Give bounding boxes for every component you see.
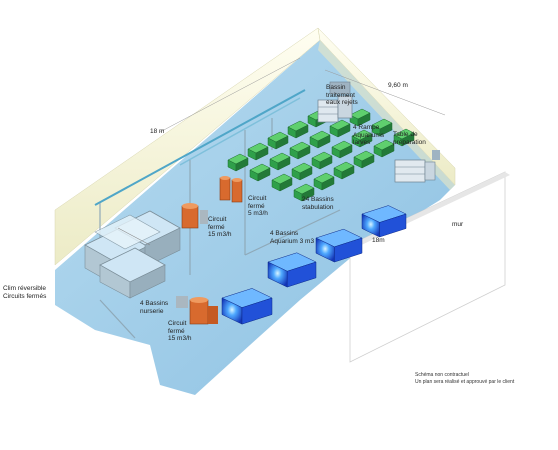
aquarium-tanks — [221, 205, 407, 325]
label-rampe: 4 Rampe Aquariums larves — [353, 124, 385, 146]
stabulation-tank — [393, 128, 415, 147]
stabulation-tank — [271, 173, 293, 192]
stabulation-tank — [353, 150, 375, 169]
stabulation-tank — [333, 161, 355, 180]
disclaimer-line-2: Un plan sera réalisé et approuvé par le … — [415, 379, 515, 385]
stabulation-tank — [227, 153, 249, 172]
pipe-floor-2 — [244, 209, 341, 256]
label-18m-b: 18m — [372, 237, 385, 244]
label-circuit-15-bottom: Circuit fermé 15 m3/h — [168, 320, 192, 342]
pipe-floor-1 — [99, 299, 136, 339]
label-table: Table de préparation — [393, 131, 426, 146]
stabulation-tank — [371, 118, 393, 137]
side-wall-strip — [318, 40, 455, 190]
label-mur: mur — [452, 221, 464, 228]
filter-units-top — [181, 176, 243, 229]
stabulation-tank — [269, 152, 291, 171]
aquarium-tank — [315, 228, 363, 263]
label-bassin-traitement: Bassin traitement eaux rejets — [326, 84, 358, 106]
preparation-table — [394, 150, 440, 183]
disclaimer-line-1: Schéma non contractuel — [415, 372, 469, 378]
label-circuit-15-top: Circuit fermé 15 m3/h — [208, 216, 232, 238]
stabulation-tank — [249, 163, 271, 182]
stabulation-tank — [313, 172, 335, 191]
label-nurserie: 4 Bassins nurserie — [140, 300, 169, 315]
stabulation-tank — [293, 183, 315, 202]
stabulation-tanks — [227, 98, 415, 202]
stabulation-tank — [287, 120, 309, 139]
aquarium-tank — [221, 288, 273, 325]
filter-units-bottom — [176, 296, 218, 325]
stabulation-tank — [349, 108, 371, 127]
stabulation-tank — [331, 140, 353, 159]
stabulation-tank — [267, 131, 289, 150]
stabulation-tank — [329, 119, 351, 138]
label-18m: 18 m — [150, 128, 165, 135]
stabulation-tank — [373, 139, 395, 158]
treatment-basin — [329, 81, 351, 95]
stabulation-tank — [311, 151, 333, 170]
stabulation-tank — [291, 162, 313, 181]
dim-line-960 — [324, 69, 446, 116]
pipe-top — [94, 89, 306, 206]
label-aquarium: 4 Bassins Aquarium 3 m3 — [270, 230, 315, 245]
pipe-top-2 — [179, 97, 301, 166]
stabulation-tank — [309, 130, 331, 149]
aquarium-tank — [361, 205, 407, 238]
floor — [55, 40, 455, 395]
label-circuit-5: Circuit fermé 5 m3/h — [248, 195, 268, 217]
label-960: 9,60 m — [388, 82, 408, 89]
stabulation-tank — [351, 129, 373, 148]
nursery-tanks — [84, 210, 181, 299]
rampe-shelving — [317, 95, 353, 123]
stabulation-tank — [247, 142, 269, 161]
dim-line-18m-top — [159, 57, 301, 133]
label-stabulation: 24 Bassins stabulation — [302, 196, 334, 211]
label-clim: Clim réversible Circuits fermés — [3, 285, 47, 300]
stabulation-tank — [289, 141, 311, 160]
aquarium-tank — [267, 252, 317, 288]
